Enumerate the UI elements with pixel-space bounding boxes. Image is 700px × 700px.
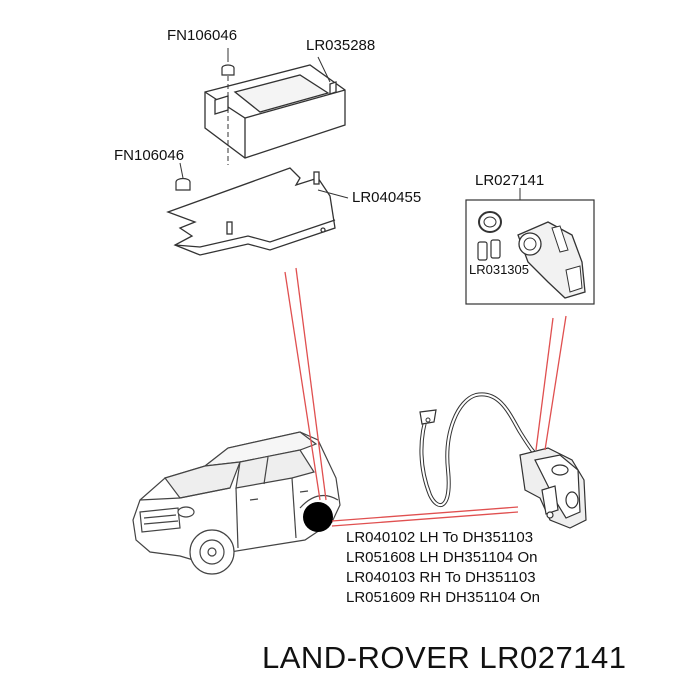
red-leader-lines xyxy=(284,267,567,527)
nut-top xyxy=(221,64,235,76)
sensor-line-1: LR040102 LH To DH351103 xyxy=(346,529,534,546)
label-nut-top: FN106046 xyxy=(167,27,238,44)
sensor-line-2: LR051608 LH DH351104 On xyxy=(346,549,538,566)
label-bracket: LR040455 xyxy=(352,189,422,206)
label-sensor-kit: LR027141 xyxy=(475,172,545,189)
bracket xyxy=(166,167,336,256)
label-nut-left: FN106046 xyxy=(114,147,185,164)
control-module xyxy=(204,64,346,159)
brake-caliper xyxy=(519,447,587,529)
label-module: LR035288 xyxy=(306,37,376,54)
nut-left xyxy=(175,177,191,191)
leader-lines xyxy=(179,48,521,200)
sensor-kit-box xyxy=(465,199,595,305)
rear-wheel-highlight xyxy=(303,502,333,532)
sensor-line-3: LR040103 RH To DH351103 xyxy=(346,569,536,586)
sensor-line-4: LR051609 RH DH351104 On xyxy=(346,589,541,606)
sensor-cable xyxy=(419,392,542,507)
sensor-part-list: LR040102 LH To DH351103 LR051608 LH DH35… xyxy=(346,528,540,608)
brand-part-number: LAND-ROVER LR027141 xyxy=(262,640,627,675)
label-seal: LR031305 xyxy=(469,262,529,277)
vehicle-illustration xyxy=(132,431,341,575)
